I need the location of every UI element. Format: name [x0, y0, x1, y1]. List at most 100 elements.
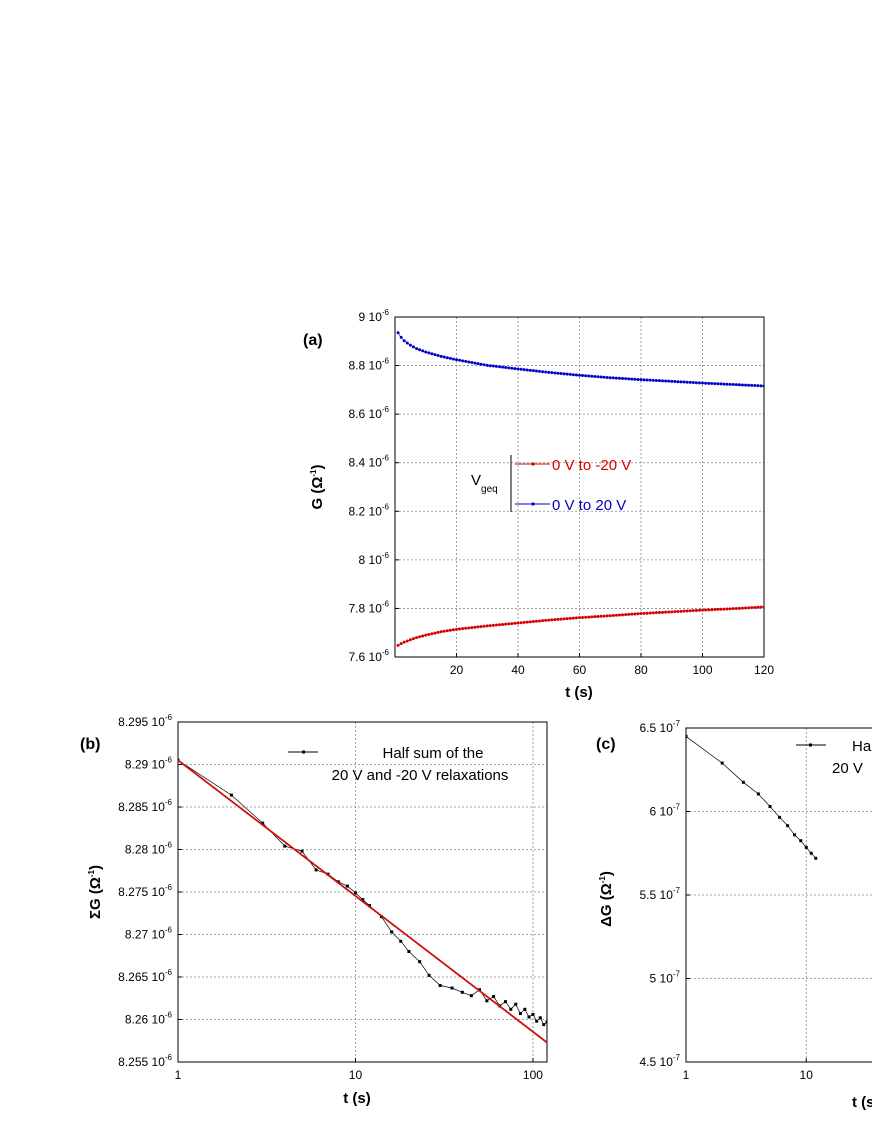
data-point [418, 960, 422, 964]
y-tick-label: 8.4 10-6 [349, 454, 390, 470]
data-point [503, 1000, 507, 1004]
series-line [397, 606, 764, 646]
series-line [178, 759, 547, 1026]
y-tick-label: 8.2 10-6 [349, 502, 390, 518]
data-point [396, 643, 400, 647]
data-point [531, 1012, 535, 1016]
panel-c-x-ticks: 1 10 [683, 1058, 814, 1082]
panel-c-x-axis-label: t (s) [852, 1094, 872, 1111]
data-point [686, 734, 688, 738]
data-point [492, 995, 496, 999]
y-tick-label: 8.265 10-6 [118, 968, 172, 984]
data-point [261, 821, 265, 825]
y-tick-label: 4.5 10-7 [640, 1053, 681, 1069]
data-point [485, 999, 489, 1003]
data-point [314, 868, 318, 872]
data-point [399, 939, 403, 943]
data-point [523, 1007, 527, 1011]
panel-c-legend-swatch-marker [809, 743, 812, 747]
y-tick-label: 5.5 10-7 [640, 886, 681, 902]
data-point [509, 1007, 513, 1011]
panel-a-legend-swatch-marker-1 [531, 462, 535, 466]
series-line [397, 332, 764, 387]
data-point [361, 898, 365, 902]
y-tick-label: 6 10-7 [650, 803, 681, 819]
panel-c-y-axis-label: ΔG (Ω-1) [598, 871, 615, 927]
data-point [469, 994, 473, 998]
x-tick-label: 120 [754, 663, 774, 677]
panel-c-label: (c) [596, 736, 616, 753]
series-group [686, 734, 818, 860]
panel-c-series [686, 734, 818, 860]
data-point [799, 839, 803, 843]
x-tick-label: 80 [634, 663, 648, 677]
panel-c-grid [686, 728, 872, 1062]
panel-a-series [396, 331, 764, 647]
y-tick-label: 7.6 10-6 [349, 648, 390, 664]
y-tick-label: 8.29 10-6 [125, 756, 173, 772]
data-point [814, 856, 818, 860]
data-point [809, 851, 813, 855]
panel-c-legend: Ha 20 V [796, 738, 872, 777]
data-point [427, 973, 431, 977]
data-point [283, 844, 287, 848]
y-tick-label: 7.8 10-6 [349, 599, 390, 615]
y-tick-label: 8.27 10-6 [125, 926, 173, 942]
panel-c-legend-line-2: 20 V [832, 760, 863, 777]
y-tick-label: 6.5 10-7 [640, 719, 681, 735]
data-point [460, 990, 464, 994]
panel-b-legend-line-2: 20 V and -20 V relaxations [332, 767, 509, 784]
y-tick-label: 8.255 10-6 [118, 1053, 172, 1069]
series-group [396, 331, 764, 647]
data-point [407, 950, 411, 953]
panel-a-legend-title: Vgeq [471, 472, 498, 495]
y-tick-label: 8.8 10-6 [349, 357, 390, 373]
panel-a-y-ticks: 7.6 10-6 7.8 10-6 8 10-6 8.2 10-6 8.4 10-6 8.… [349, 308, 399, 664]
y-tick-label: 8 10-6 [359, 551, 390, 567]
panel-a-legend-label-1: 0 V to -20 V [552, 457, 631, 474]
x-tick-label: 1 [683, 1068, 690, 1082]
panel-c-legend-line-1: Ha [852, 738, 872, 755]
data-point [793, 833, 797, 837]
panel-c: (c) 1 10 4.5 10-7 5 10-7 5.5 10-7 6 10-7 6.5 … [596, 719, 872, 1111]
x-tick-label: 20 [450, 663, 464, 677]
data-point [229, 793, 233, 797]
data-point [535, 1019, 539, 1023]
x-tick-label: 10 [349, 1068, 363, 1082]
x-tick-label: 60 [573, 663, 587, 677]
y-tick-label: 8.275 10-6 [118, 883, 172, 899]
data-point [768, 804, 772, 808]
data-point [345, 884, 349, 888]
y-tick-label: 8.26 10-6 [125, 1011, 173, 1027]
x-tick-label: 10 [800, 1068, 814, 1082]
series-line [686, 736, 817, 859]
panel-a-label: (a) [303, 332, 323, 349]
panel-b-x-axis-label: t (s) [343, 1090, 371, 1107]
data-point [538, 1016, 542, 1020]
y-tick-label: 8.295 10-6 [118, 713, 172, 729]
panel-a-legend: Vgeq 0 V to -20 V 0 V to 20 V [471, 455, 631, 514]
panel-a-x-axis-label: t (s) [565, 684, 593, 701]
panel-b-y-axis-label: ΣG (Ω-1) [87, 865, 104, 919]
panel-a-grid [395, 317, 764, 657]
y-tick-label: 5 10-7 [650, 970, 681, 986]
x-tick-label: 1 [175, 1068, 182, 1082]
panel-a-legend-label-2: 0 V to 20 V [552, 497, 626, 514]
series-group [178, 758, 547, 1044]
data-point [518, 1012, 522, 1016]
y-tick-label: 8.28 10-6 [125, 841, 173, 857]
fit-line [178, 759, 547, 1044]
panel-b-legend: Half sum of the 20 V and -20 V relaxatio… [288, 745, 508, 784]
panel-a-y-axis-label: G (Ω-1) [309, 465, 326, 510]
x-tick-label: 40 [511, 663, 525, 677]
data-point [756, 792, 760, 796]
y-tick-label: 9 10-6 [359, 308, 390, 324]
data-point [545, 1020, 547, 1024]
data-point [720, 761, 724, 765]
data-point [804, 845, 808, 849]
